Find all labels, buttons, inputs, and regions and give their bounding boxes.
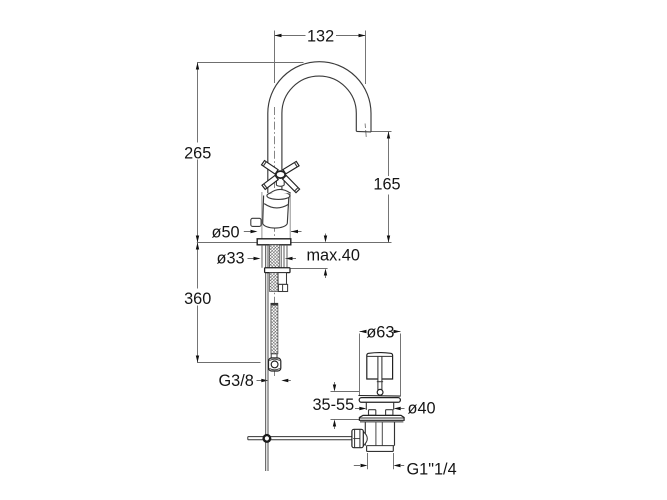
svg-text:265: 265 — [184, 144, 211, 162]
svg-text:G3/8: G3/8 — [219, 372, 254, 390]
svg-text:max.40: max.40 — [307, 247, 360, 265]
svg-text:G1"1/4: G1"1/4 — [407, 460, 457, 478]
svg-text:ø63: ø63 — [366, 323, 394, 341]
svg-text:ø50: ø50 — [212, 223, 240, 241]
svg-text:ø40: ø40 — [408, 399, 436, 417]
svg-text:132: 132 — [307, 27, 334, 45]
svg-text:ø33: ø33 — [217, 250, 245, 268]
svg-text:35-55: 35-55 — [313, 396, 355, 414]
svg-text:165: 165 — [373, 175, 400, 193]
svg-text:360: 360 — [184, 290, 211, 308]
